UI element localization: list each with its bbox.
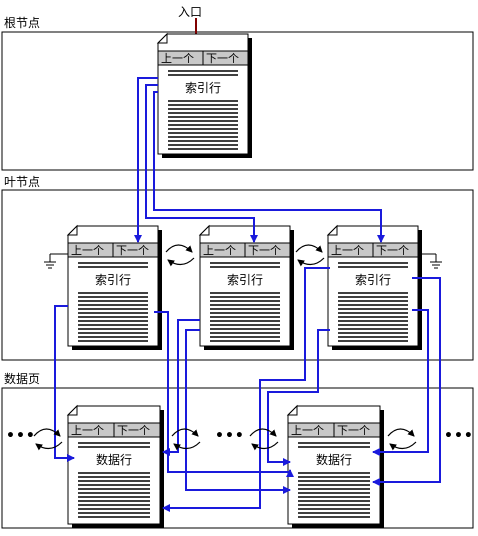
- leaf-index-page-right-next-pointer: 下一个: [376, 244, 409, 257]
- leaf-index-page-left-folded-corner: [66, 224, 78, 236]
- data-page-left-folded-corner: [66, 404, 78, 416]
- leaf-index-page-right-folded-corner: [326, 224, 338, 236]
- root-to-leaf-right-link: [153, 91, 385, 243]
- ellipsis-far-right: •••: [444, 428, 474, 444]
- data-page-left-prev-pointer: 上一个: [71, 424, 104, 437]
- root-level-panel: [1, 31, 474, 171]
- data-page-left-title: 数据行: [96, 452, 132, 467]
- leaf-index-page-middle-prev-pointer: 上一个: [203, 244, 236, 257]
- sibling-arrow-data-right-out: [387, 428, 415, 437]
- root-index-page-title: 索引行: [185, 81, 221, 95]
- entry-label: 入口: [178, 5, 202, 19]
- leaf-index-page-right-prev-pointer: 上一个: [331, 244, 364, 257]
- sibling-arrow-data-mid-b-in: [251, 441, 279, 451]
- data-page-left-next-pointer: 下一个: [117, 424, 150, 437]
- data-page-right-next-pointer: 下一个: [337, 424, 370, 437]
- root-to-leaf-middle-link: [145, 84, 258, 243]
- leaf-index-page-left-title: 索引行: [95, 273, 131, 287]
- leaf-right-to-data-right-link: [267, 329, 330, 466]
- leaf-index-page-middle: 上一个下一个索引行: [198, 224, 294, 350]
- ellipsis-far-left: •••: [6, 428, 36, 444]
- page-nodes: 上一个下一个索引行上一个下一个索引行上一个下一个索引行上一个下一个索引行上一个下…: [66, 32, 422, 528]
- data-page-right: 上一个下一个数据行: [286, 404, 384, 528]
- sibling-arrow-data-mid-a-in: [173, 441, 201, 451]
- root-to-leaf-left-link: [134, 77, 158, 243]
- leaf-index-page-left-prev-pointer: 上一个: [71, 244, 104, 257]
- leaf-index-page-middle-next-pointer: 下一个: [248, 244, 281, 257]
- sibling-arrow-leaf-1-2: [165, 244, 193, 253]
- root-index-page: 上一个下一个索引行: [156, 32, 252, 158]
- leaf-index-page-right: 上一个下一个索引行: [326, 224, 422, 350]
- root-index-page-folded-corner: [156, 32, 168, 44]
- pointer-links: [54, 77, 441, 512]
- leaf-middle-to-data-left-link: [162, 319, 200, 456]
- data-page-right-prev-pointer: 上一个: [291, 424, 324, 437]
- leaf-middle-to-data-right-link: [185, 329, 291, 494]
- leaf-index-page-left-next-pointer: 下一个: [116, 244, 149, 257]
- leaf-index-page-left: 上一个下一个索引行: [66, 224, 162, 350]
- data-page-right-folded-corner: [286, 404, 298, 416]
- sibling-arrow-data-right-in: [389, 441, 417, 451]
- leaf-index-page-middle-folded-corner: [198, 224, 210, 236]
- leaf-left-to-data-left-link: [54, 305, 75, 462]
- sibling-arrow-data-mid-a-out: [171, 428, 199, 437]
- ellipsis-middle: •••: [215, 428, 245, 444]
- ground-symbol-right: [420, 253, 442, 269]
- data-page-level-label: 数据页: [4, 371, 40, 386]
- leaf-right-to-data-left-link: [162, 267, 330, 512]
- sibling-arrow-data-mid-b-out: [249, 428, 277, 437]
- data-page-level-panel: [1, 387, 474, 529]
- leaf-index-page-right-title: 索引行: [355, 273, 391, 287]
- root-index-page-prev-pointer: 上一个: [161, 52, 194, 65]
- sibling-arrow-data-left-in: [35, 441, 63, 451]
- leaf-left-to-data-left-row2-link: [154, 311, 294, 477]
- leaf-level-panel: [1, 189, 474, 361]
- sibling-arrow-leaf-2-3: [295, 244, 323, 253]
- data-page-left: 上一个下一个数据行: [66, 404, 164, 528]
- sibling-arrow-leaf-3-2: [297, 257, 325, 267]
- root-index-page-next-pointer: 下一个: [206, 52, 239, 65]
- leaf-level-label: 叶节点: [4, 175, 40, 189]
- data-page-right-title: 数据行: [316, 452, 352, 467]
- ground-symbol-left: [44, 253, 68, 269]
- leaf-index-page-middle-title: 索引行: [227, 273, 263, 287]
- leaf-right-to-data-right-row4-link: [372, 277, 441, 486]
- root-level-label: 根节点: [4, 16, 40, 30]
- leaf-right-to-data-right-row3-link: [372, 309, 429, 456]
- sibling-arrow-leaf-2-1: [167, 257, 195, 267]
- sibling-arrow-data-left-out: [33, 428, 61, 437]
